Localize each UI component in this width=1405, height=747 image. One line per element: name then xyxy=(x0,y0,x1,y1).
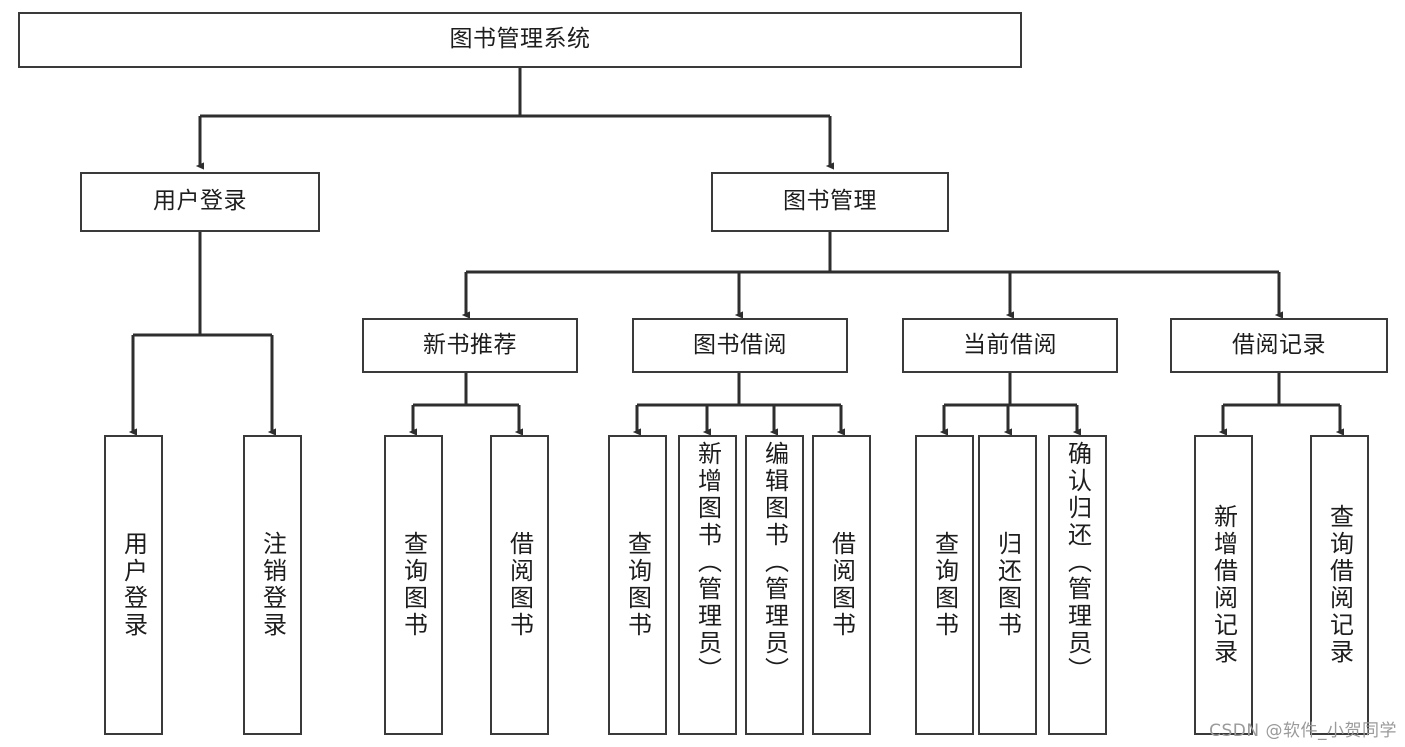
node-leaf-query-book-3[interactable]: 查询图书 xyxy=(915,435,974,735)
node-leaf-borrow-book-1-label: 借阅图书 xyxy=(505,531,534,639)
node-current-borrow[interactable]: 当前借阅 xyxy=(902,318,1118,373)
node-leaf-add-book-label: 新增图书（管理员） xyxy=(693,441,722,684)
node-book-manage[interactable]: 图书管理 xyxy=(711,172,949,232)
node-leaf-query-book-2-label: 查询图书 xyxy=(623,531,652,639)
node-leaf-logout-login[interactable]: 注销登录 xyxy=(243,435,302,735)
node-leaf-edit-book-label: 编辑图书（管理员） xyxy=(760,441,789,684)
node-leaf-add-book[interactable]: 新增图书（管理员） xyxy=(678,435,737,735)
node-leaf-logout-login-label: 注销登录 xyxy=(258,531,287,639)
node-leaf-query-book-2[interactable]: 查询图书 xyxy=(608,435,667,735)
node-current-borrow-label: 当前借阅 xyxy=(963,331,1057,358)
node-leaf-borrow-book-2[interactable]: 借阅图书 xyxy=(812,435,871,735)
node-leaf-user-login[interactable]: 用户登录 xyxy=(104,435,163,735)
node-leaf-confirm-return[interactable]: 确认归还（管理员） xyxy=(1048,435,1107,735)
node-book-manage-label: 图书管理 xyxy=(783,188,877,215)
node-user-login[interactable]: 用户登录 xyxy=(80,172,320,232)
node-root[interactable]: 图书管理系统 xyxy=(18,12,1022,68)
node-leaf-user-login-label: 用户登录 xyxy=(119,531,148,639)
node-borrow-record-label: 借阅记录 xyxy=(1232,331,1326,358)
node-user-login-label: 用户登录 xyxy=(153,188,247,215)
node-leaf-add-record[interactable]: 新增借阅记录 xyxy=(1194,435,1253,735)
csdn-watermark: CSDN @软件_小贺同学 xyxy=(1209,721,1397,741)
node-root-label: 图书管理系统 xyxy=(449,26,591,53)
node-leaf-add-record-label: 新增借阅记录 xyxy=(1209,504,1238,666)
node-leaf-query-book-1-label: 查询图书 xyxy=(399,531,428,639)
node-leaf-query-book-1[interactable]: 查询图书 xyxy=(384,435,443,735)
node-leaf-query-book-3-label: 查询图书 xyxy=(930,531,959,639)
node-leaf-query-record[interactable]: 查询借阅记录 xyxy=(1310,435,1369,735)
node-new-book-recommend[interactable]: 新书推荐 xyxy=(362,318,578,373)
node-new-book-recommend-label: 新书推荐 xyxy=(423,331,517,358)
node-book-borrow[interactable]: 图书借阅 xyxy=(632,318,848,373)
node-leaf-query-record-label: 查询借阅记录 xyxy=(1325,504,1354,666)
node-leaf-return-book[interactable]: 归还图书 xyxy=(978,435,1037,735)
node-book-borrow-label: 图书借阅 xyxy=(693,331,787,358)
node-leaf-confirm-return-label: 确认归还（管理员） xyxy=(1063,441,1092,684)
node-leaf-borrow-book-1[interactable]: 借阅图书 xyxy=(490,435,549,735)
node-borrow-record[interactable]: 借阅记录 xyxy=(1170,318,1388,373)
node-leaf-return-book-label: 归还图书 xyxy=(993,531,1022,639)
node-leaf-edit-book[interactable]: 编辑图书（管理员） xyxy=(745,435,804,735)
node-leaf-borrow-book-2-label: 借阅图书 xyxy=(827,531,856,639)
